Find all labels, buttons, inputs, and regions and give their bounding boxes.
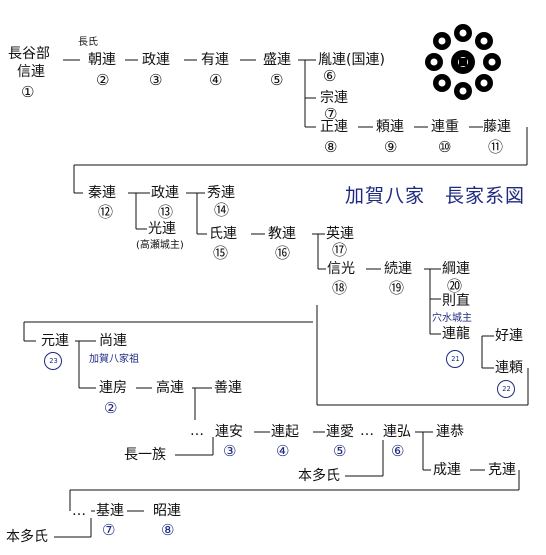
branch-dots: … <box>190 423 205 439</box>
person-name: 秀連 <box>207 185 235 201</box>
generation-number: ⑫ <box>98 203 114 221</box>
generation-number: ⑧ <box>324 138 338 156</box>
branch-dots: … <box>360 423 374 439</box>
generation-number: ② <box>96 71 110 89</box>
person-name: 政連 <box>142 52 170 68</box>
generation-number: ⑳ <box>447 277 463 295</box>
generation-number: ⑬ <box>158 203 174 221</box>
generation-number: ⑦ <box>102 521 116 539</box>
person-name: 朝連 <box>88 52 116 68</box>
person-name: 綱連 <box>442 261 470 277</box>
generation-number: ③ <box>223 442 237 460</box>
clan-label: 本多氏 <box>298 468 340 484</box>
generation-number: ④ <box>276 442 290 460</box>
person-name: 有連 <box>201 52 229 68</box>
person-name: 連起 <box>271 424 299 440</box>
person-name: 氏連 <box>209 226 237 242</box>
person-name: 宗連 <box>320 90 348 106</box>
person-note: 穴水城主 <box>432 313 472 324</box>
generation-number: ⑱ <box>332 279 348 297</box>
person-name: 秦連 <box>88 185 116 201</box>
branch-dots: … <box>72 503 86 519</box>
person-name: 好連 <box>495 328 523 344</box>
person-name: 連頼 <box>495 360 523 376</box>
person-name: 高連 <box>156 380 184 396</box>
clan-label: 本多氏 <box>6 529 48 545</box>
person-name: 連龍 <box>442 326 470 342</box>
person-note: (高瀬城主) <box>136 240 184 251</box>
person-name: 英連 <box>326 226 354 242</box>
generation-number: ⑦ <box>324 105 338 123</box>
person-name: 政連 <box>151 185 179 201</box>
generation-number: ⑪ <box>488 138 504 156</box>
person-name: 信光 <box>327 261 355 277</box>
person-name: 胤連(国連) <box>318 52 385 68</box>
person-name: 盛連 <box>263 52 291 68</box>
person-note: 加賀八家祖 <box>89 354 139 365</box>
person-name: 昭連 <box>153 503 181 519</box>
person-name: 尚連 <box>99 333 127 349</box>
generation-number: ⑰ <box>332 241 348 259</box>
generation-number: ⑯ <box>275 244 291 262</box>
generation-number: ⑧ <box>161 521 175 539</box>
generation-number: ⑥ <box>323 67 337 85</box>
generation-number: ⑤ <box>333 442 347 460</box>
person-name: 則直 <box>442 293 470 309</box>
generation-number: ⑲ <box>389 279 405 297</box>
person-name: 基連 <box>96 503 124 519</box>
generation-number: ① <box>21 83 35 101</box>
clan-label: 長一族 <box>124 447 166 463</box>
generation-number: 22 <box>497 380 515 398</box>
generation-number: ⑨ <box>384 138 398 156</box>
person-name: 藤連 <box>483 119 511 135</box>
generation-number: 21 <box>446 350 464 368</box>
nine-circles-crest-icon <box>425 24 501 100</box>
generation-number: ⑩ <box>438 138 452 156</box>
person-name: 光連 <box>148 221 176 237</box>
generation-number: ⑤ <box>270 71 284 89</box>
person-name: 正連 <box>320 119 348 135</box>
person-name: 連恭 <box>436 424 464 440</box>
person-name: 連弘 <box>383 424 411 440</box>
generation-number: 23 <box>44 352 62 370</box>
page-title: 加賀八家 長家系図 <box>345 185 526 207</box>
person-name: 連房 <box>99 380 127 396</box>
generation-number: ⑭ <box>214 201 230 219</box>
generation-number: ⑮ <box>213 244 229 262</box>
person-name: 連愛 <box>326 424 354 440</box>
person-name: 克連 <box>488 462 516 478</box>
generation-number: ④ <box>209 71 223 89</box>
person-name: 善連 <box>214 380 242 396</box>
person-name: 連安 <box>215 424 243 440</box>
generation-number: ⑥ <box>391 442 405 460</box>
person-name: 教連 <box>268 226 296 242</box>
clan-label: 長氏 <box>78 37 98 48</box>
person-name: 頼連 <box>376 119 404 135</box>
person-name: 信連 <box>17 64 45 80</box>
person-name: 続連 <box>384 261 412 277</box>
person-name: 長谷部 <box>8 46 50 62</box>
person-name: 元連 <box>41 333 69 349</box>
generation-number: ③ <box>149 71 163 89</box>
generation-number: ② <box>104 399 118 417</box>
person-name: 連重 <box>431 119 459 135</box>
person-name: 成連 <box>433 462 461 478</box>
